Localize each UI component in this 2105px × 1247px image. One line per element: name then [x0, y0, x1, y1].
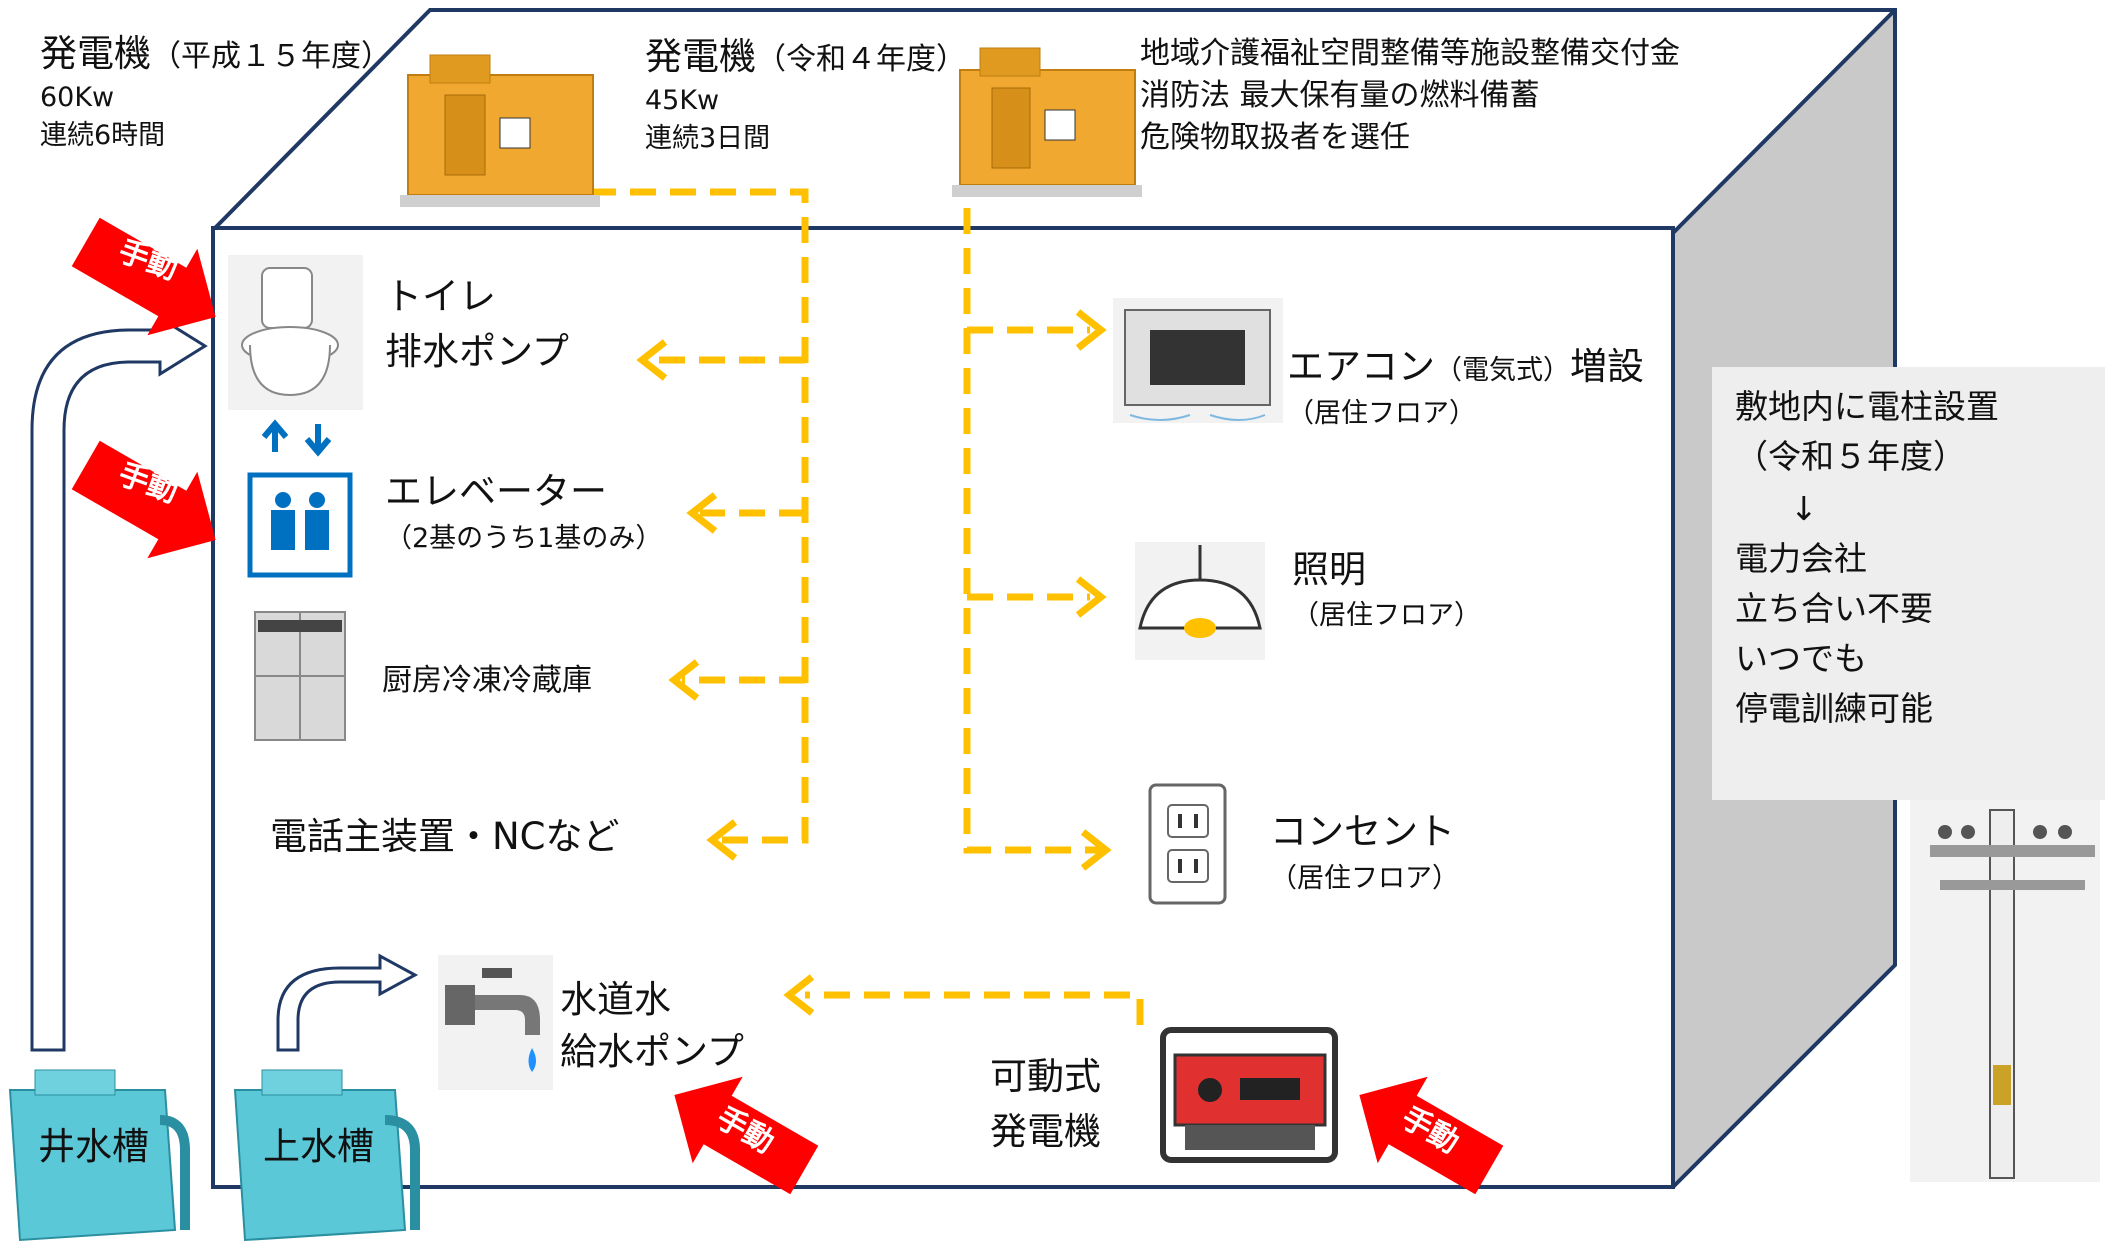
well-tank-label: 井水槽 [38, 1125, 149, 1168]
feeder-lines-right [963, 168, 1100, 854]
arrow-to-toilet [636, 339, 668, 381]
portable-label-2: 発電機 [990, 1110, 1101, 1153]
aircon-label-2: （居住フロア） [1287, 398, 1476, 429]
feeder-lines-left [590, 188, 809, 844]
upper-tank-icon [233, 1069, 420, 1242]
toilet-label-1: トイレ [385, 275, 496, 318]
gen-old-power: 60Kw [40, 82, 115, 113]
gen-new-title: 発電機（令和４年度） [645, 35, 966, 78]
phone-label: 電話主装置・NCなど [270, 815, 620, 858]
elevator-label-2: （2基のうち1基のみ） [385, 523, 663, 554]
pole-note-line5: いつでも [1735, 639, 1867, 678]
upper-tank-pipe [276, 953, 419, 1052]
pole-note-line1: 敷地内に電柱設置 [1735, 387, 1999, 426]
manual-arrow-elevator [71, 440, 216, 559]
outlet-label-1: コンセント [1270, 810, 1455, 853]
manual-arrow-toilet [71, 217, 216, 336]
pole-note-line2: （令和５年度） [1735, 437, 1966, 476]
generator-old-icon [400, 54, 600, 207]
elevator-label-1: エレベーター [385, 470, 607, 513]
subsidy-line3: 危険物取扱者を選任 [1140, 120, 1410, 155]
subsidy-line1: 地域介護福祉空間整備等施設整備交付金 [1140, 36, 1680, 71]
aircon-icon [1113, 298, 1283, 423]
portable-label-1: 可動式 [990, 1055, 1101, 1098]
pole-note-line4: 立ち合い不要 [1735, 589, 1933, 628]
pole-note-line6: 停電訓練可能 [1735, 689, 1933, 728]
utility-pole-icon [1910, 800, 2100, 1182]
arrow-to-light [1075, 576, 1107, 618]
arrow-to-elevator [686, 492, 718, 534]
water-label-1: 水道水 [560, 978, 671, 1021]
arrow-to-outlet [1080, 829, 1112, 871]
arrow-to-phone [706, 819, 738, 861]
elevator-icon [247, 419, 353, 578]
feeder-arrows-right [1075, 309, 1112, 871]
water-label-2: 給水ポンプ [560, 1030, 744, 1073]
outlet-label-2: （居住フロア） [1270, 863, 1459, 894]
feeder-arrows-left [636, 339, 738, 861]
well-water-pipe [30, 315, 208, 1052]
subsidy-line2: 消防法 最大保有量の燃料備蓄 [1140, 78, 1540, 113]
gen-old-duration: 連続6時間 [40, 120, 166, 151]
well-tank-icon [8, 1069, 190, 1242]
pole-note-box [1712, 367, 2105, 800]
gen-new-power: 45Kw [645, 85, 720, 116]
portable-feeder [783, 974, 1144, 1025]
lamp-icon [1135, 542, 1265, 660]
arrow-to-aircon [1075, 309, 1107, 351]
faucet-icon [438, 955, 553, 1090]
pole-note-line3: 電力会社 [1735, 539, 1867, 578]
light-label-1: 照明 [1292, 548, 1366, 591]
aircon-label-1: エアコン（電気式）増設 [1287, 345, 1644, 388]
manual-arrow-pump [674, 1076, 819, 1195]
portable-generator-icon [1160, 1027, 1338, 1163]
generator-new-icon [952, 47, 1142, 197]
toilet-icon [228, 255, 363, 410]
arrow-to-fridge [668, 659, 700, 701]
toilet-label-2: 排水ポンプ [385, 330, 569, 373]
manual-arrow-portable [1359, 1076, 1504, 1195]
upper-tank-label: 上水槽 [263, 1125, 374, 1168]
light-label-2: （居住フロア） [1292, 600, 1481, 631]
gen-new-duration: 連続3日間 [645, 123, 771, 154]
fridge-icon [254, 611, 346, 741]
outlet-icon [1148, 783, 1227, 905]
fridge-label: 厨房冷凍冷蔵庫 [382, 663, 592, 698]
front-wall [211, 226, 1675, 1189]
pole-note-arrow: ↓ [1790, 489, 1818, 528]
gen-old-title: 発電機（平成１５年度） [40, 32, 391, 75]
